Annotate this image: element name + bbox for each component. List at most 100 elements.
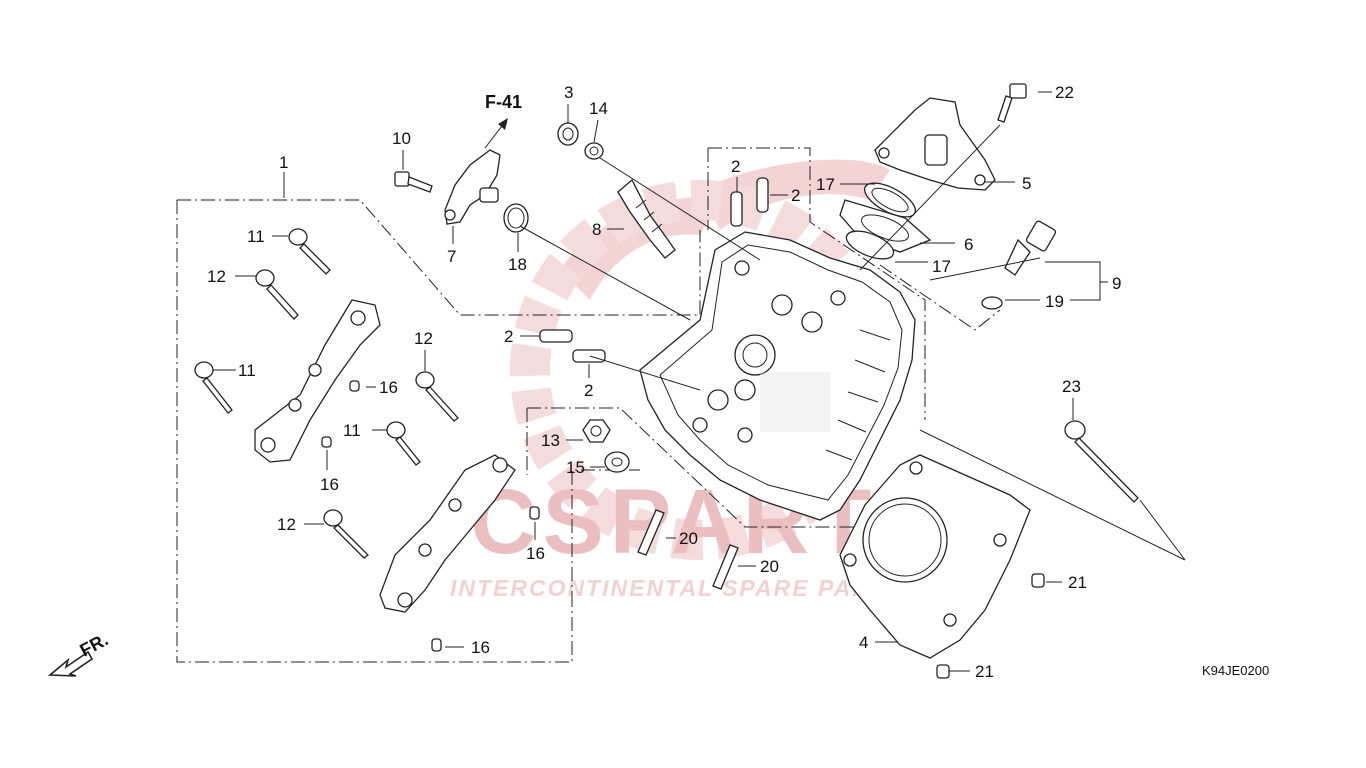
head-inner-outline bbox=[659, 244, 903, 501]
callout-19: 19 bbox=[1045, 292, 1064, 311]
stud-20-b bbox=[712, 544, 739, 590]
callout-21-a: 21 bbox=[1068, 573, 1087, 592]
callout-2-top-a: 2 bbox=[731, 157, 740, 176]
gasket-6 bbox=[839, 199, 932, 253]
callout-18: 18 bbox=[508, 255, 527, 274]
dowel-2-a bbox=[730, 191, 743, 227]
ref-f41-arrow-head bbox=[498, 118, 508, 130]
valve-hole-3 bbox=[771, 294, 793, 316]
callout-7: 7 bbox=[447, 247, 456, 266]
sensor-9 bbox=[1004, 220, 1057, 276]
insulator-5 bbox=[874, 97, 996, 191]
washer-14 bbox=[584, 142, 604, 160]
callout-2-lower: 2 bbox=[584, 381, 593, 400]
cap-3 bbox=[557, 122, 579, 146]
dowel-pin-16-c bbox=[529, 506, 540, 520]
diagram-code: K94JE0200 bbox=[1202, 663, 1269, 678]
callout-14: 14 bbox=[589, 99, 608, 118]
dowel-21-b bbox=[936, 664, 950, 679]
dowel-2-b bbox=[756, 177, 769, 213]
callout-20-a: 20 bbox=[679, 529, 698, 548]
dowel-pin-16-b bbox=[321, 436, 332, 448]
callout-17-lower: 17 bbox=[932, 257, 951, 276]
bolt-11-top bbox=[288, 228, 331, 275]
callout-16-a: 16 bbox=[379, 378, 398, 397]
frame-top-pins bbox=[707, 147, 926, 420]
watermark-tagline: INTERCONTINENTAL SPARE PARTS bbox=[450, 575, 904, 601]
callout-10: 10 bbox=[392, 129, 411, 148]
head-bolt-hole-4 bbox=[734, 260, 750, 276]
dowel-pin-16-d bbox=[431, 638, 442, 652]
callout-16-b: 16 bbox=[320, 475, 339, 494]
callout-13: 13 bbox=[541, 431, 560, 450]
gasket-17-lower bbox=[845, 230, 895, 260]
callout-16-d: 16 bbox=[471, 638, 490, 657]
bolt-11-low bbox=[386, 421, 421, 466]
head-bolt-hole-2 bbox=[737, 427, 753, 443]
callout-2-top-b: 2 bbox=[791, 186, 800, 205]
callout-17-upper: 17 bbox=[816, 175, 835, 194]
callout-11-top: 11 bbox=[247, 227, 265, 246]
callout-15: 15 bbox=[566, 458, 585, 477]
callout-2-left: 2 bbox=[504, 327, 513, 346]
callout-9: 9 bbox=[1112, 274, 1121, 293]
callout-8: 8 bbox=[592, 220, 601, 239]
callout-4: 4 bbox=[859, 633, 868, 652]
oring-18 bbox=[503, 203, 529, 233]
spark-plug-bore bbox=[734, 334, 776, 376]
bolt-11-mid bbox=[194, 361, 233, 414]
washer-15 bbox=[604, 451, 630, 473]
bolt-10 bbox=[394, 171, 433, 193]
callout-6: 6 bbox=[964, 235, 973, 254]
ref-f41: F-41 bbox=[484, 92, 522, 149]
nut-13 bbox=[582, 419, 611, 443]
stud-20-a bbox=[637, 509, 665, 556]
callout-1: 1 bbox=[279, 153, 288, 172]
callout-12-top: 12 bbox=[207, 267, 226, 286]
callout-20-b: 20 bbox=[760, 557, 779, 576]
dowel-21-a bbox=[1031, 573, 1045, 588]
front-arrow-icon bbox=[47, 650, 94, 677]
callout-12-mid: 12 bbox=[414, 329, 433, 348]
callout-labels: 1 11 12 11 16 16 12 11 12 16 16 10 7 18 … bbox=[207, 83, 1121, 681]
leader-lines bbox=[213, 91, 1186, 672]
bolt-22 bbox=[997, 83, 1027, 123]
head-bolt-hole-1 bbox=[692, 417, 708, 433]
callout-3: 3 bbox=[564, 83, 573, 102]
bolt-12-mid bbox=[415, 371, 459, 422]
dowel-2-d bbox=[572, 349, 606, 363]
callout-11-low: 11 bbox=[343, 421, 361, 440]
ref-f41-label: F-41 bbox=[485, 92, 522, 112]
cylinder-head bbox=[639, 231, 916, 521]
callout-5: 5 bbox=[1022, 174, 1031, 193]
callout-12-low: 12 bbox=[277, 515, 296, 534]
dowel-2-c bbox=[539, 329, 573, 343]
head-cooling-fins bbox=[825, 329, 891, 461]
camshaft-holder-upper bbox=[254, 299, 381, 463]
valve-hole-1 bbox=[734, 379, 756, 401]
spark-plug-bore-inner bbox=[742, 342, 768, 368]
callout-22: 22 bbox=[1055, 83, 1074, 102]
front-direction-indicator: FR. bbox=[47, 629, 111, 677]
head-bolt-hole-3 bbox=[830, 290, 846, 306]
frame-insulator bbox=[879, 264, 1001, 331]
valve-hole-2 bbox=[707, 389, 729, 411]
valve-hole-4 bbox=[801, 311, 823, 333]
bolt-12-top bbox=[255, 269, 299, 320]
bolt-12-low bbox=[323, 509, 369, 559]
frame-rocker-holders bbox=[176, 199, 701, 663]
spark-plug-8 bbox=[617, 178, 676, 259]
assembly-frames bbox=[176, 147, 1001, 663]
oring-19 bbox=[981, 296, 1003, 310]
callout-16-c: 16 bbox=[526, 544, 545, 563]
head-texture-patch bbox=[760, 372, 830, 432]
callout-21-b: 21 bbox=[975, 662, 994, 681]
callout-23: 23 bbox=[1062, 377, 1081, 396]
head-gasket-4 bbox=[839, 454, 1031, 659]
callout-11-mid: 11 bbox=[238, 361, 256, 380]
dowel-pin-16-a bbox=[349, 380, 360, 392]
watermark-gear-logo bbox=[560, 159, 890, 300]
camshaft-holder-lower bbox=[379, 454, 516, 613]
sensor-7 bbox=[444, 149, 501, 225]
